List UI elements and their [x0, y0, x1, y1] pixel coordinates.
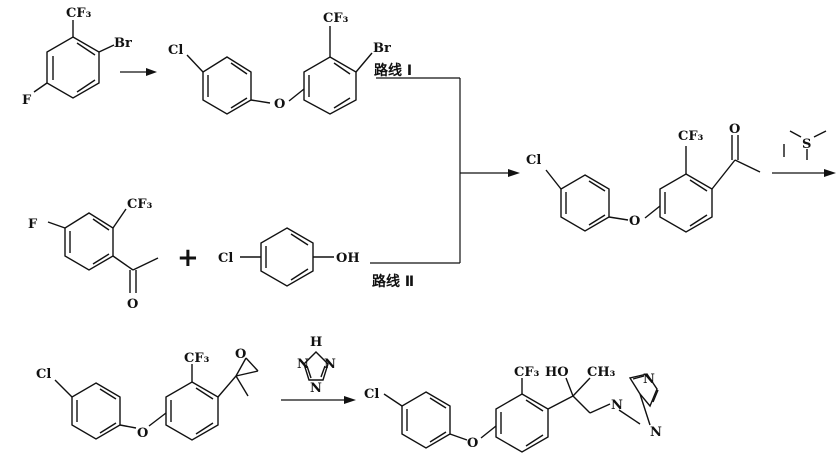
triazole-n4-label: N [310, 381, 322, 396]
intermediate-ketone: Cl O CF₃ O [526, 122, 761, 233]
f-label: F [22, 93, 32, 108]
epoxide-o-label: O [235, 347, 246, 362]
sulfonium-reagent: S [783, 130, 827, 160]
carbonyl-o-label: O [127, 297, 138, 312]
starting-material-bromofluoro-benzotrifluoride: CF₃ Br F [22, 6, 132, 108]
triazole-n4-label: N [650, 425, 662, 440]
triazole-n1-label: N [297, 357, 309, 372]
cf3-label: CF₃ [678, 129, 704, 144]
oh-label: OH [336, 251, 360, 266]
cf3-label: CF₃ [66, 6, 92, 21]
cl-label: Cl [168, 43, 183, 58]
ether-o-label: O [274, 97, 285, 112]
route-1-label: 路线 Ⅰ [374, 62, 412, 79]
ho-label: HO [545, 365, 569, 380]
ch3-label: CH₃ [587, 365, 616, 380]
starting-material-fluoro-acetophenone: F CF₃ O [28, 197, 159, 312]
ether-o-label: O [467, 436, 478, 451]
cf3-label: CF₃ [184, 351, 210, 366]
triazole-n1-label: N [611, 398, 623, 413]
br-label: Br [373, 41, 391, 56]
plus-sign: + [177, 243, 199, 273]
triazole-n2-label: N [643, 372, 655, 387]
reaction-arrow-ring-opening [281, 396, 356, 404]
final-product-triazole-alcohol: Cl O CF₃ HO CH₃ N N N [364, 365, 662, 453]
f-label: F [28, 217, 38, 232]
nh-h-label: H [310, 335, 322, 350]
br-label: Br [114, 36, 132, 51]
cf3-label: CF₃ [514, 365, 540, 380]
route-merge-connector [370, 77, 520, 264]
cf3-label: CF₃ [323, 11, 349, 26]
s-label: S [802, 137, 811, 152]
cf3-label: CF₃ [127, 197, 153, 212]
triazole-n2-label: N [324, 357, 336, 372]
route-2-label: 路线 Ⅱ [372, 273, 414, 290]
cl-label: Cl [36, 367, 51, 382]
reaction-arrow-epoxidation [772, 169, 836, 177]
intermediate-epoxide: Cl O CF₃ O [36, 347, 259, 441]
cl-label: Cl [364, 387, 379, 402]
reaction-arrow-step1 [120, 68, 157, 76]
starting-material-chlorophenol: Cl OH [218, 227, 360, 287]
cl-label: Cl [526, 153, 541, 168]
ether-o-label: O [629, 214, 640, 229]
cl-label: Cl [218, 251, 233, 266]
carbonyl-o-label: O [729, 122, 740, 137]
intermediate-diaryl-ether-bromide: Cl O CF₃ Br [168, 11, 391, 115]
triazole-reagent: H N N N [297, 335, 336, 396]
ether-o-label: O [137, 426, 148, 441]
